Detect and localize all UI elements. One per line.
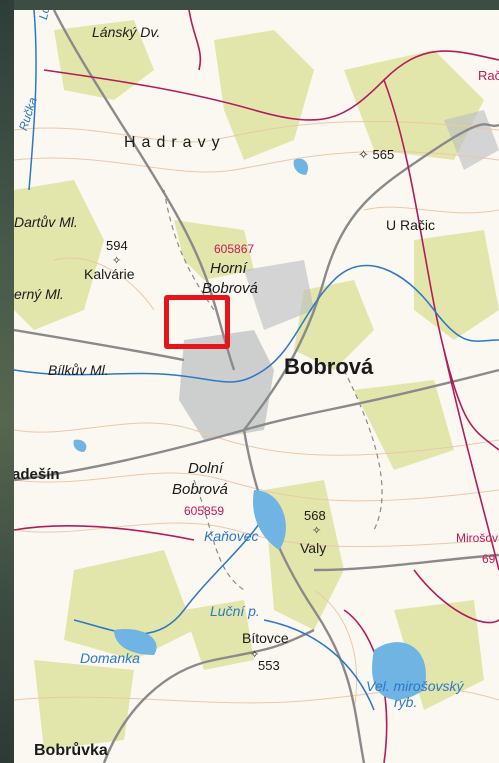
peak-label-565: ✧ 565 — [358, 147, 395, 162]
map-graphics — [14, 10, 499, 763]
satellite-strip — [0, 0, 14, 763]
place-label-bobrova-main: Bobrová — [284, 354, 374, 379]
boundaries — [14, 10, 499, 763]
map-canvas[interactable]: Lánský Dv. Loučka Ručka Rač Hadravy ✧ 56… — [14, 10, 499, 763]
built-up-areas — [179, 110, 499, 440]
selection-rectangle[interactable] — [164, 295, 230, 349]
code-label-605867: 605867 — [214, 242, 255, 256]
roads — [14, 10, 499, 763]
place-label-adesin: adešín — [14, 466, 60, 483]
place-label-hadravy: Hadravy — [124, 134, 226, 151]
peak-label-568: 568 — [304, 508, 326, 523]
place-label-bobrova-upper: Bobrová — [202, 280, 258, 297]
lake-label-ryb: ryb. — [394, 694, 418, 710]
place-label-bobruvka: Bobrůvka — [34, 742, 108, 759]
peak-label-594: 594 — [106, 238, 128, 253]
peak-symbol-594: ✧ — [112, 255, 122, 267]
place-label-cerny-mlyn: erný Ml. — [14, 286, 64, 302]
place-label-horni: Horní — [210, 260, 247, 277]
place-label-lansky-dvur: Lánský Dv. — [92, 24, 161, 40]
code-label-69: 69 — [482, 552, 496, 566]
code-label-605859: 605859 — [184, 504, 225, 518]
lakes — [73, 158, 426, 700]
stream-label-lucni-potok: Luční p. — [210, 603, 260, 619]
place-label-bitovce: Bítovce — [242, 630, 289, 646]
streams — [14, 10, 499, 711]
place-label-bilkuv-mlyn: Bílkův Ml. — [48, 362, 109, 378]
peak-symbol-568: ✧ — [312, 525, 322, 537]
place-label-rac: Rač — [478, 68, 499, 83]
place-label-mirosov: Mirošov — [456, 531, 499, 545]
contours — [14, 120, 499, 711]
place-label-u-racic: U Račic — [386, 217, 436, 233]
place-label-kalvarie: Kalvárie — [84, 266, 135, 282]
place-label-dolni: Dolní — [188, 460, 224, 477]
place-label-bobrova-lower: Bobrová — [172, 481, 228, 498]
peak-symbol-553: ✧ — [250, 649, 260, 661]
lake-label-vel-mirosovsky: Vel. mirošovský — [366, 678, 464, 694]
stream-label-kanovec: Kaňovec — [204, 528, 259, 544]
peak-value-565: 565 — [372, 147, 395, 162]
stream-label-domanka: Domanka — [80, 650, 140, 666]
place-label-dartuv-mlyn: Dartův Ml. — [14, 214, 78, 230]
place-label-valy: Valy — [300, 540, 327, 556]
peak-label-553: 553 — [258, 658, 280, 673]
